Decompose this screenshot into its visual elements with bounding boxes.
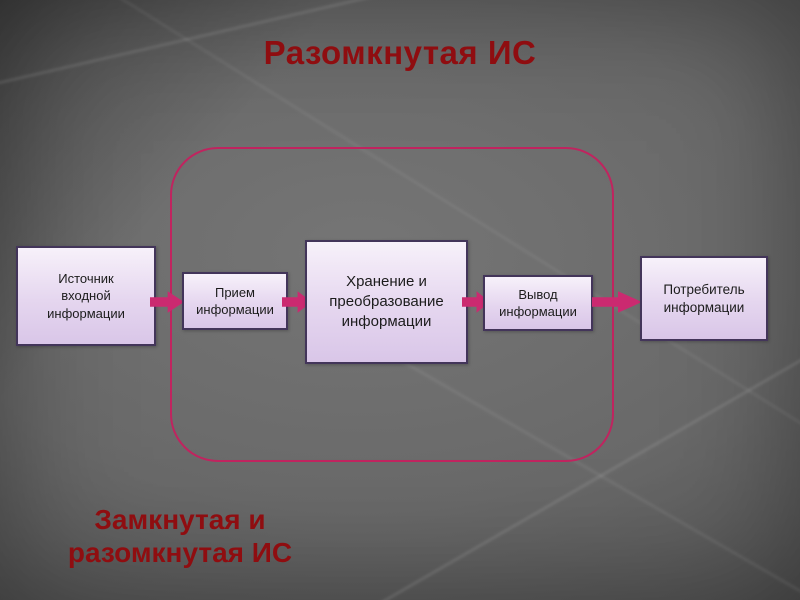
node-output-of-information: Вывод информации bbox=[483, 275, 593, 331]
node-source-of-input-information: Источник входной информации bbox=[16, 246, 156, 346]
node-storage-and-transformation: Хранение и преобразование информации bbox=[305, 240, 468, 364]
node-reception-of-information: Прием информации bbox=[182, 272, 288, 330]
slide-footer-title: Замкнутая и разомкнутая ИС bbox=[67, 504, 293, 569]
node-consumer-of-information: Потребитель информации bbox=[640, 256, 768, 341]
slide-title: Разомкнутая ИС bbox=[263, 34, 537, 71]
